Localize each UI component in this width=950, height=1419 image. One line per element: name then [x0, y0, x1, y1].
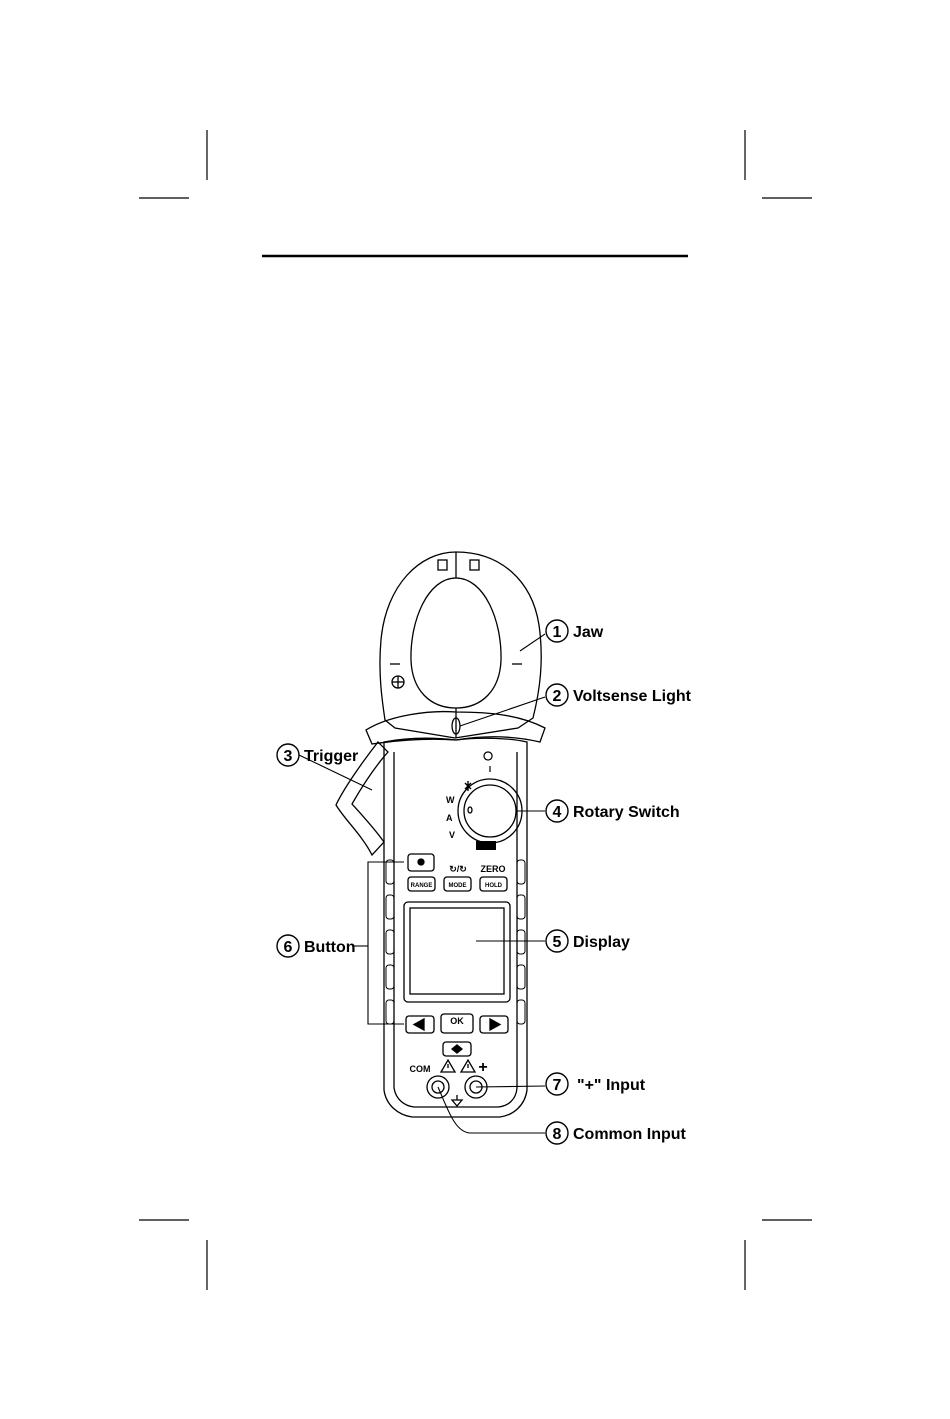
- dial-w-label: W: [446, 795, 455, 805]
- jaw-opening: [411, 578, 501, 708]
- callout-5-number: 5: [553, 934, 562, 951]
- display-screen: [410, 908, 504, 994]
- callout-6-label: Button: [304, 939, 356, 956]
- callout-8-number: 8: [553, 1126, 562, 1143]
- hold-label: HOLD: [485, 883, 503, 889]
- callout-3-label: Trigger: [304, 748, 358, 765]
- mode-label: MODE: [449, 883, 467, 889]
- ok-label: OK: [450, 1016, 464, 1026]
- crop-marks: [139, 130, 812, 1290]
- display-bezel: [404, 902, 510, 1002]
- callout-4-number: 4: [553, 804, 562, 821]
- mode-marking: ↻/↻: [449, 864, 467, 874]
- dial-a-label: A: [446, 813, 453, 823]
- callout-2-label: Voltsense Light: [573, 688, 692, 705]
- callout-5-label: Display: [573, 934, 630, 951]
- callout-1-number: 1: [553, 624, 562, 641]
- callout-8-label: Common Input: [573, 1126, 687, 1143]
- callout-6-number: 6: [284, 939, 293, 956]
- callout-7-number: 7: [553, 1077, 562, 1094]
- plus-marking: +: [478, 1059, 487, 1076]
- callout-4-label: Rotary Switch: [573, 804, 680, 821]
- range-label: RANGE: [411, 883, 433, 889]
- dial-v-label: V: [449, 830, 455, 840]
- callout-2-number: 2: [553, 688, 562, 705]
- zero-marking: ZERO: [480, 864, 505, 874]
- callout-7-label: "+" Input: [577, 1077, 646, 1094]
- com-marking: COM: [410, 1064, 431, 1074]
- callout-3-number: 3: [284, 748, 293, 765]
- meter-body: [384, 738, 527, 1117]
- jaw: [380, 552, 541, 738]
- callout-1-label: Jaw: [573, 624, 604, 641]
- meter-illustration: [336, 552, 545, 1117]
